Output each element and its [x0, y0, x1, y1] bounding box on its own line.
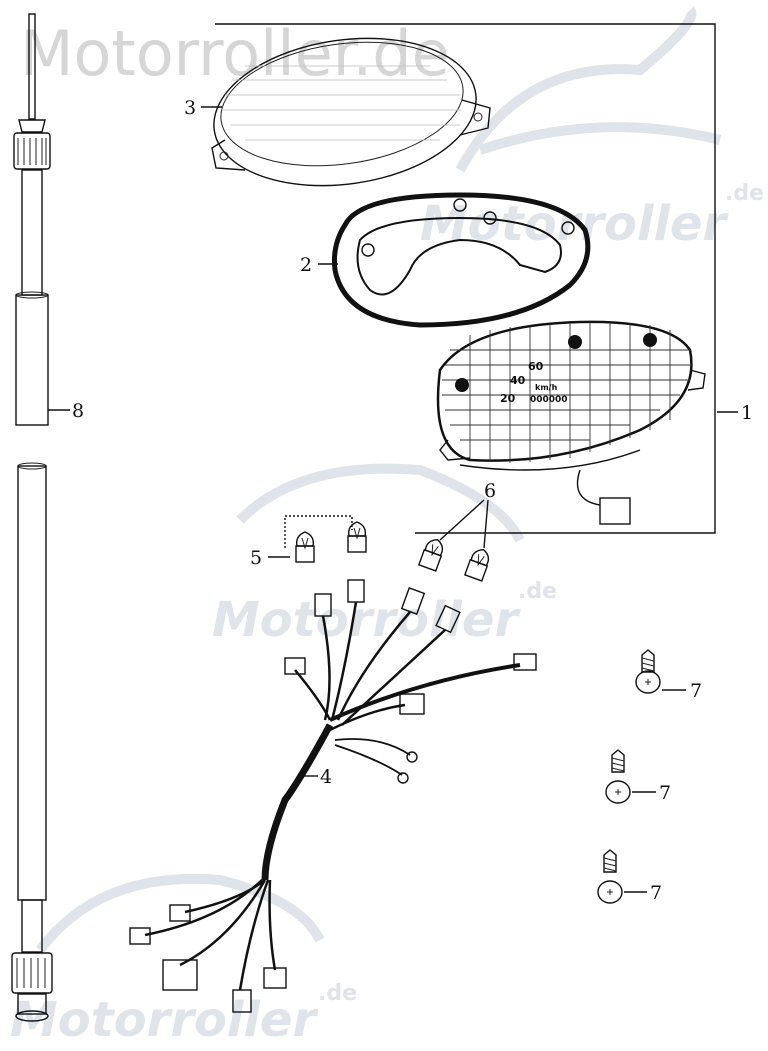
watermark: Motorroller.de Motorroller .de Motorroll…: [10, 6, 764, 1048]
bulbs-part-5: [284, 515, 367, 563]
watermark-suffix-2: .de: [518, 579, 557, 604]
callout-2: 2: [300, 254, 312, 276]
speedometer-cable: [11, 13, 53, 1022]
meter-gasket: [332, 192, 591, 328]
bulbs-part-6: [417, 538, 490, 582]
screw-3: [597, 849, 623, 904]
leader-line-6: [439, 499, 489, 549]
screw-1: [635, 649, 661, 694]
dial-unit: km/h: [535, 383, 558, 392]
dial-mark-20: 20: [500, 392, 516, 405]
assembly-bracket-1: [215, 23, 716, 534]
callout-6: 6: [484, 480, 496, 502]
callout-5: 5: [250, 547, 262, 569]
screw-2: [605, 749, 631, 804]
dial-mark-60: 60: [528, 360, 544, 373]
dial-mark-40: 40: [510, 374, 526, 387]
speedometer-assembly: 20 40 60 km/h 000000: [436, 320, 706, 525]
watermark-suffix-1: .de: [725, 181, 764, 206]
callout-1: 1: [741, 402, 753, 424]
wiring-harness: [129, 579, 537, 1013]
watermark-brand-1: Motorroller: [420, 196, 729, 252]
callout-7a: 7: [690, 680, 702, 702]
callout-4: 4: [320, 766, 332, 788]
watermark-brand-2: Motorroller: [212, 592, 521, 648]
watermark-brand-3: Motorroller: [10, 992, 319, 1048]
meter-lens: [211, 37, 491, 187]
callout-7c: 7: [650, 882, 662, 904]
callout-7b: 7: [659, 782, 671, 804]
watermark-top-text: Motorroller.de: [20, 17, 450, 90]
callout-8: 8: [72, 400, 84, 422]
watermark-suffix-3: .de: [318, 981, 357, 1006]
dial-odometer: 000000: [530, 395, 568, 405]
callout-3: 3: [184, 97, 196, 119]
